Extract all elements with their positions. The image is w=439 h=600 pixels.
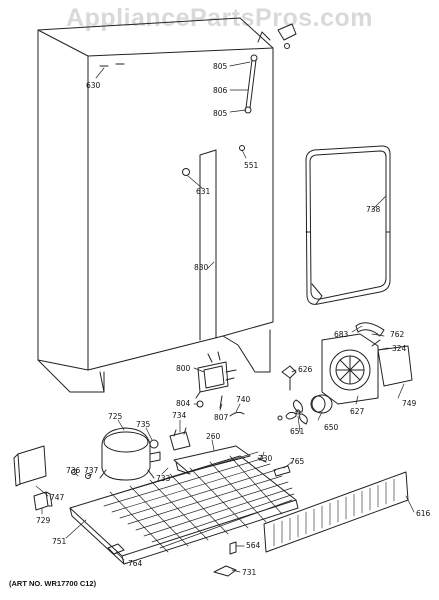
- callout-749: 749: [402, 399, 417, 408]
- callout-683: 683: [334, 330, 349, 339]
- callout-807: 807: [214, 413, 229, 422]
- thermostat: [281, 365, 297, 391]
- part-730: [257, 457, 267, 463]
- part-765: [273, 465, 291, 477]
- callout-630: 630: [86, 81, 101, 90]
- callout-747: 747: [50, 493, 65, 502]
- relay-parts: [149, 427, 191, 463]
- callout-551: 551: [244, 161, 259, 170]
- evaporator-fan-assembly: [321, 322, 413, 405]
- callout-734: 734: [172, 411, 187, 420]
- art-number: (ART NO. WR17700 C12): [9, 579, 97, 588]
- heater-loop: [305, 145, 391, 305]
- clip-740: [229, 411, 245, 417]
- callout-800: 800: [176, 364, 191, 373]
- callout-736: 736: [66, 466, 81, 475]
- callout-805: 805: [213, 62, 228, 71]
- callout-729: 729: [36, 516, 51, 525]
- bracket-747: [13, 445, 47, 487]
- callout-260: 260: [206, 432, 221, 441]
- hinge-rod: [244, 54, 258, 114]
- callout-805-b: 805: [213, 109, 228, 118]
- callout-735: 735: [136, 420, 151, 429]
- callout-751: 751: [52, 537, 67, 546]
- fan-blade: [277, 399, 308, 425]
- tube-807: [219, 395, 223, 409]
- fan-motor: [310, 394, 333, 414]
- cabinet: [37, 17, 274, 393]
- callout-806: 806: [213, 86, 228, 95]
- callout-616: 616: [416, 509, 431, 518]
- callout-650: 650: [324, 423, 339, 432]
- top-hinge: [277, 23, 297, 49]
- callout-830: 830: [194, 263, 209, 272]
- drain-pan: [173, 445, 251, 475]
- callout-733: 733: [156, 474, 171, 483]
- screw-564: [229, 541, 237, 555]
- leader-lines: [35, 61, 415, 573]
- callout-740: 740: [236, 395, 251, 404]
- callout-631: 631: [196, 187, 211, 196]
- callout-labels: 630 805 806 805 551 631 738 830 683 762 …: [36, 62, 431, 577]
- part-731: [213, 565, 237, 577]
- callout-730: 730: [258, 454, 273, 463]
- compressor: [99, 427, 155, 481]
- callout-737: 737: [84, 466, 99, 475]
- screw-737: [85, 473, 91, 479]
- callout-725: 725: [108, 412, 123, 421]
- callout-324: 324: [392, 344, 407, 353]
- callout-762: 762: [390, 330, 405, 339]
- callout-731: 731: [242, 568, 257, 577]
- callout-738: 738: [366, 205, 381, 214]
- callout-765: 765: [290, 457, 305, 466]
- part-729: [33, 491, 53, 511]
- callout-627: 627: [350, 407, 365, 416]
- callout-764: 764: [128, 559, 143, 568]
- callout-804: 804: [176, 399, 191, 408]
- watermark: AppliancePartsPros.com: [66, 4, 373, 32]
- condenser-base-pan: [69, 451, 299, 565]
- water-valve: [195, 351, 237, 399]
- callout-626: 626: [298, 365, 313, 374]
- screw-736: [71, 469, 77, 475]
- callout-564: 564: [246, 541, 261, 550]
- part-764: [107, 543, 125, 555]
- callout-651: 651: [290, 427, 305, 436]
